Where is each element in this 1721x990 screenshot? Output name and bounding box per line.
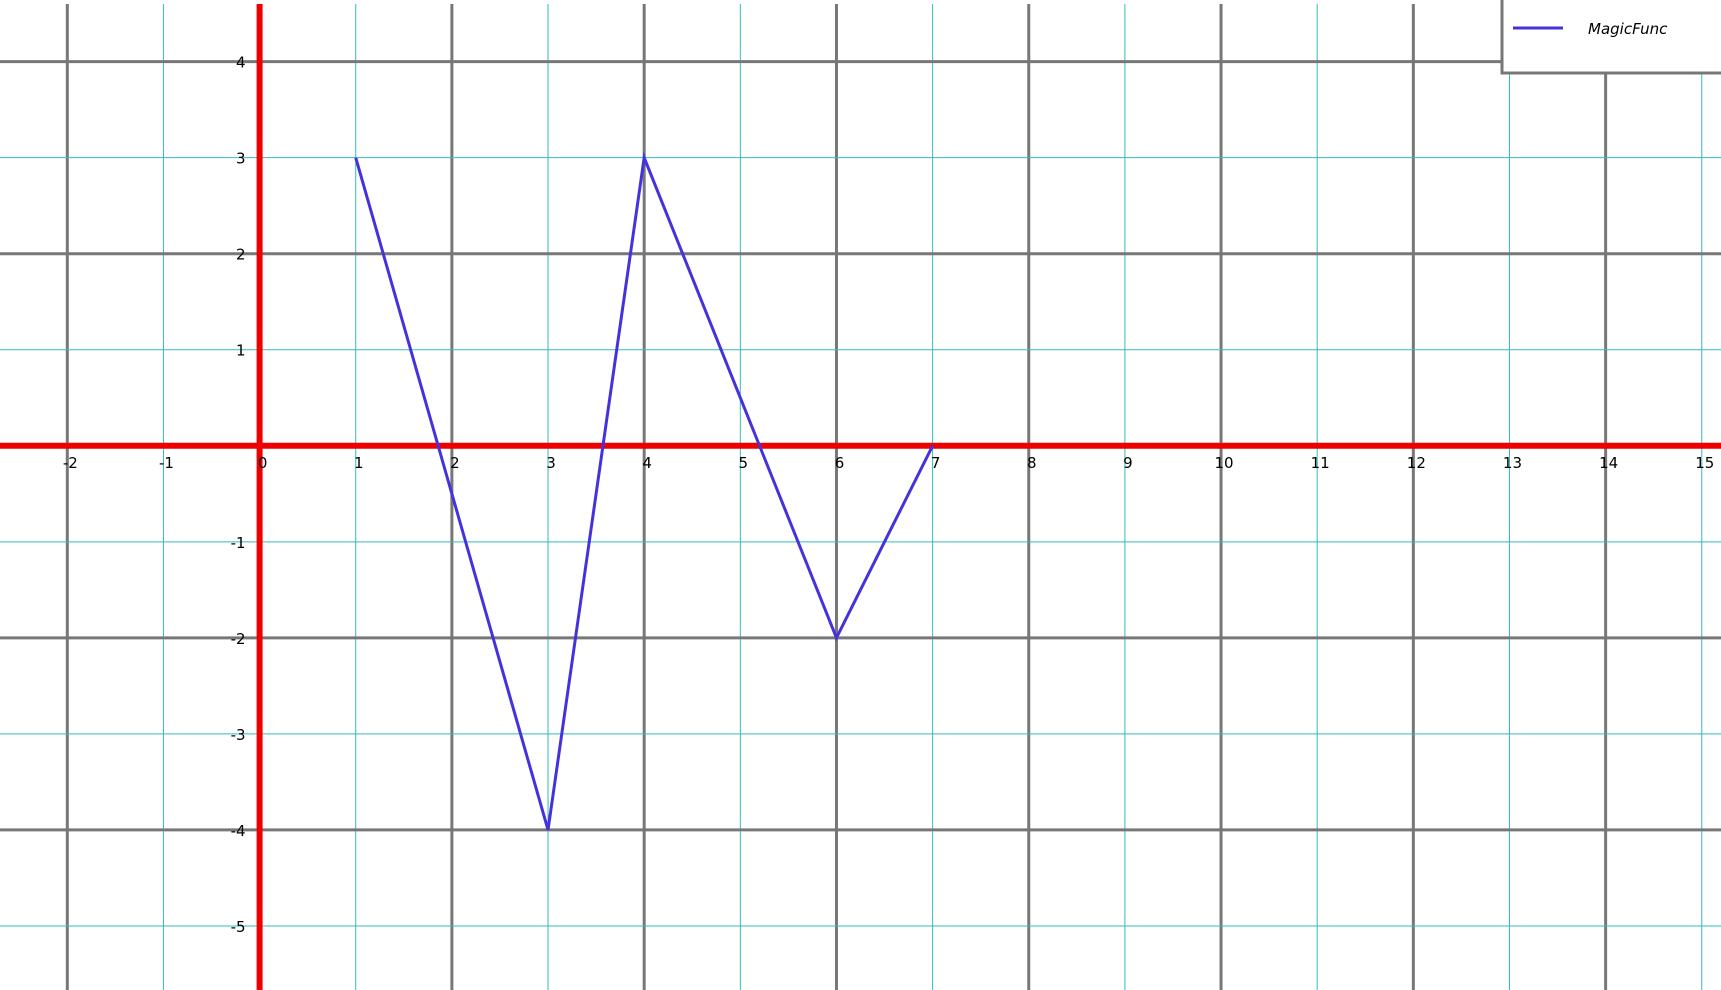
x-tick-label: 3 [546, 454, 556, 472]
y-tick-label: -3 [231, 726, 246, 744]
x-tick-label: 2 [450, 454, 460, 472]
y-tick-label: 1 [236, 342, 246, 360]
x-tick-label: 12 [1407, 454, 1426, 472]
grid [0, 4, 1721, 990]
y-tick-label: 4 [236, 54, 246, 72]
x-tick-label: 8 [1027, 454, 1037, 472]
x-tick-label: 15 [1695, 454, 1714, 472]
x-tick-label: 7 [931, 454, 941, 472]
y-tick-label: -2 [231, 630, 246, 648]
x-tick-label: 10 [1214, 454, 1233, 472]
legend: MagicFunc [1500, 0, 1721, 75]
x-tick-label: 11 [1311, 454, 1330, 472]
legend-box [1500, 0, 1721, 75]
x-tick-label: 0 [258, 454, 268, 472]
x-tick-label: 9 [1123, 454, 1133, 472]
x-tick-label: -1 [159, 454, 174, 472]
y-tick-label: -1 [231, 534, 246, 552]
legend-label-magicfunc: MagicFunc [1588, 20, 1668, 38]
x-tick-label: 4 [642, 454, 652, 472]
x-tick-label: -2 [63, 454, 78, 472]
y-tick-label: -5 [231, 918, 246, 936]
series [354, 151, 934, 831]
y-tick-label: 3 [236, 150, 246, 168]
axes [0, 4, 1721, 990]
y-tick-label: 2 [236, 246, 246, 264]
x-tick-label: 1 [354, 454, 364, 472]
y-tick-label: -4 [231, 822, 246, 840]
series-line-magicfunc [354, 151, 934, 831]
x-tick-label: 6 [835, 454, 845, 472]
x-tick-label: 14 [1599, 454, 1618, 472]
x-tick-label: 5 [739, 454, 749, 472]
x-tick-label: 13 [1503, 454, 1522, 472]
